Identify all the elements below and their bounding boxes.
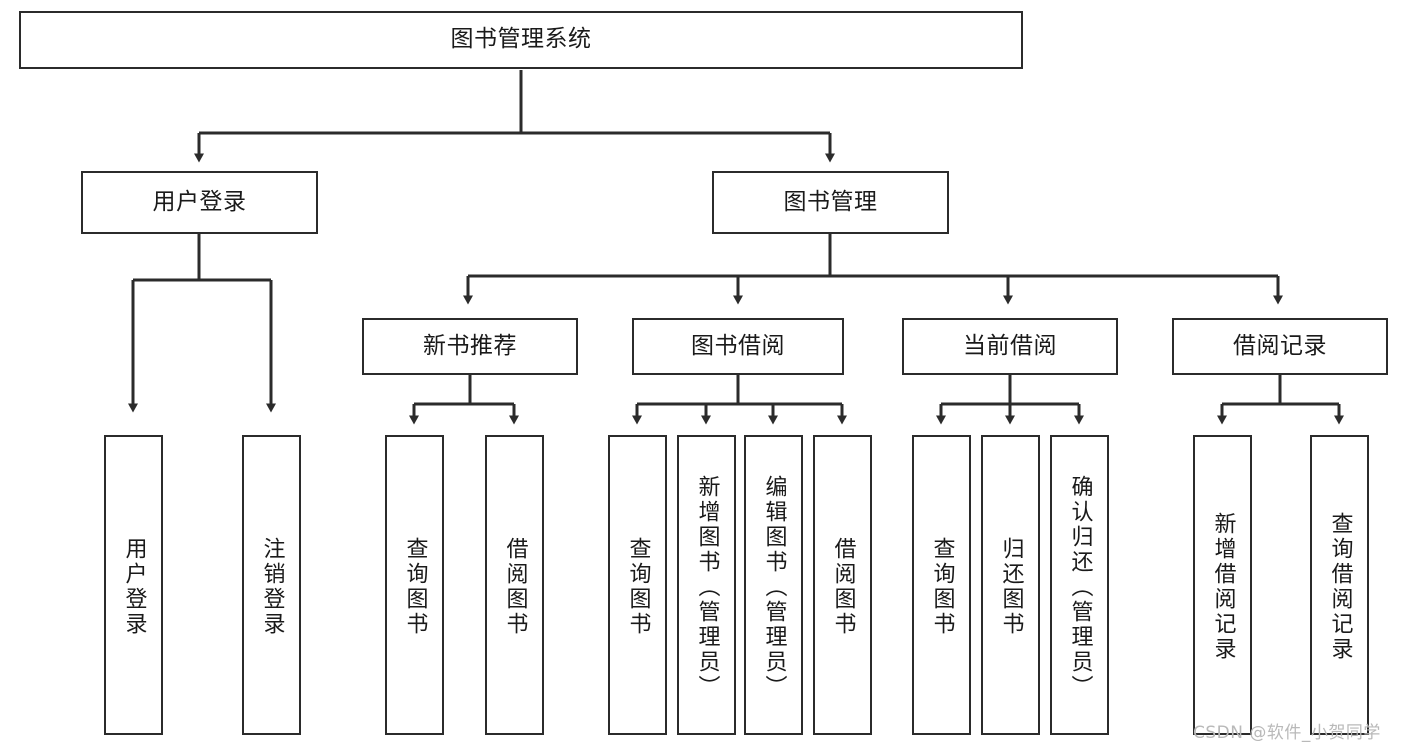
node-leaf-query-book-2[interactable]: 查询图书 [608, 435, 667, 735]
node-leaf-query-book-3-label: 查询图书 [929, 537, 955, 637]
node-book-manage[interactable]: 图书管理 [712, 171, 949, 234]
node-new-book-rec-label: 新书推荐 [423, 332, 517, 359]
node-leaf-query-book-3[interactable]: 查询图书 [912, 435, 971, 735]
node-leaf-borrow-book-1[interactable]: 借阅图书 [485, 435, 544, 735]
node-leaf-edit-book-label: 编辑图书（管理员） [761, 474, 787, 700]
node-new-book-rec[interactable]: 新书推荐 [362, 318, 578, 375]
node-leaf-add-book-label: 新增图书（管理员） [694, 474, 720, 700]
node-user-login[interactable]: 用户登录 [81, 171, 318, 234]
node-root-label: 图书管理系统 [450, 26, 592, 53]
node-leaf-query-book-2-label: 查询图书 [625, 537, 651, 637]
node-current-borrow-label: 当前借阅 [963, 332, 1057, 359]
node-leaf-query-book-1[interactable]: 查询图书 [385, 435, 444, 735]
node-current-borrow[interactable]: 当前借阅 [902, 318, 1118, 375]
node-leaf-edit-book[interactable]: 编辑图书（管理员） [744, 435, 803, 735]
node-leaf-confirm-return[interactable]: 确认归还（管理员） [1050, 435, 1109, 735]
node-leaf-query-book-1-label: 查询图书 [402, 537, 428, 637]
node-leaf-add-record-label: 新增借阅记录 [1210, 512, 1236, 662]
node-leaf-borrow-book-2[interactable]: 借阅图书 [813, 435, 872, 735]
node-borrow-record[interactable]: 借阅记录 [1172, 318, 1388, 375]
node-leaf-borrow-book-2-label: 借阅图书 [830, 537, 856, 637]
node-book-borrow-label: 图书借阅 [691, 332, 785, 359]
node-leaf-add-book[interactable]: 新增图书（管理员） [677, 435, 736, 735]
node-leaf-borrow-book-1-label: 借阅图书 [502, 537, 528, 637]
node-book-manage-label: 图书管理 [783, 188, 878, 215]
node-leaf-return-book[interactable]: 归还图书 [981, 435, 1040, 735]
node-leaf-add-record[interactable]: 新增借阅记录 [1193, 435, 1252, 735]
node-user-login-label: 用户登录 [152, 188, 247, 215]
node-leaf-query-record[interactable]: 查询借阅记录 [1310, 435, 1369, 735]
node-leaf-return-book-label: 归还图书 [998, 537, 1024, 637]
node-leaf-query-record-label: 查询借阅记录 [1327, 512, 1353, 662]
node-leaf-user-login[interactable]: 用户登录 [104, 435, 163, 735]
node-leaf-user-logout-label: 注销登录 [259, 537, 285, 637]
node-leaf-user-logout[interactable]: 注销登录 [242, 435, 301, 735]
node-leaf-user-login-label: 用户登录 [121, 537, 147, 637]
node-root[interactable]: 图书管理系统 [19, 11, 1023, 69]
node-borrow-record-label: 借阅记录 [1233, 332, 1327, 359]
node-book-borrow[interactable]: 图书借阅 [632, 318, 844, 375]
node-leaf-confirm-return-label: 确认归还（管理员） [1067, 474, 1093, 700]
watermark: CSDN @软件_小贺同学 [1193, 723, 1381, 743]
